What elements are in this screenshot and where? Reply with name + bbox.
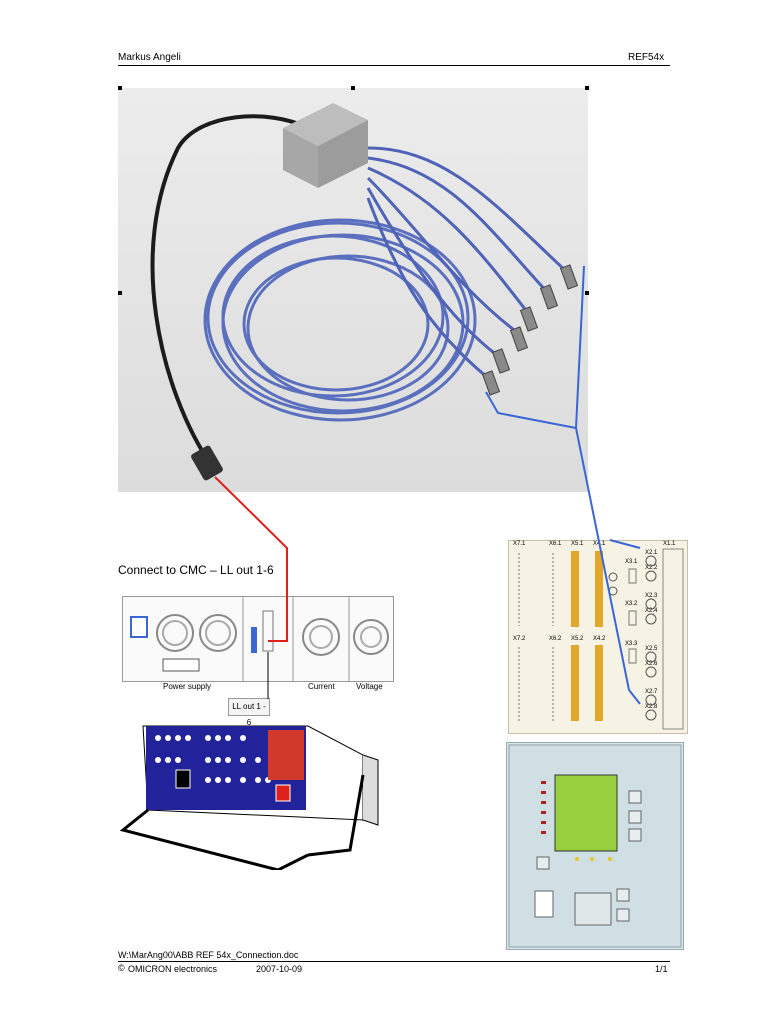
connect-label: Connect to CMC – LL out 1-6 <box>118 563 274 577</box>
terminal-diagram: X7.1 X6.1 X5.1 X4.1 X1.1 X7.2 X6.2 X5.2 … <box>508 540 688 734</box>
header-author: Markus Angeli <box>118 52 181 63</box>
power-supply-label: Power supply <box>163 682 211 691</box>
selection-handle[interactable] <box>585 291 589 295</box>
cable-illustration <box>118 88 588 492</box>
voltage-label: Voltage <box>356 682 383 691</box>
relay-illustration <box>507 743 683 949</box>
selection-handle[interactable] <box>118 86 122 90</box>
ref54x-relay <box>506 742 684 950</box>
header-rule <box>118 65 670 66</box>
ll-out-callout: LL out 1 - 6 <box>228 698 270 716</box>
footer-page: 1/1 <box>655 964 668 974</box>
cmc-device-drawing <box>118 720 393 870</box>
footer-path: W:\MarAng00\ABB REF 54x_Connection.doc <box>118 950 298 960</box>
cmc-rear-panel <box>122 596 394 682</box>
selection-handle[interactable] <box>118 291 122 295</box>
terminal-illustration <box>509 541 687 733</box>
cable-photo <box>118 88 588 492</box>
footer-company: OMICRON electronics <box>128 964 217 974</box>
current-label: Current <box>308 682 335 691</box>
footer-date: 2007-10-09 <box>256 964 302 974</box>
header-doc-code: REF54x <box>628 52 664 63</box>
panel-illustration <box>123 597 393 681</box>
selection-handle[interactable] <box>351 86 355 90</box>
selection-handle[interactable] <box>585 86 589 90</box>
footer-rule <box>118 961 670 962</box>
device-illustration <box>118 720 393 870</box>
copyright-icon: © <box>118 963 125 973</box>
